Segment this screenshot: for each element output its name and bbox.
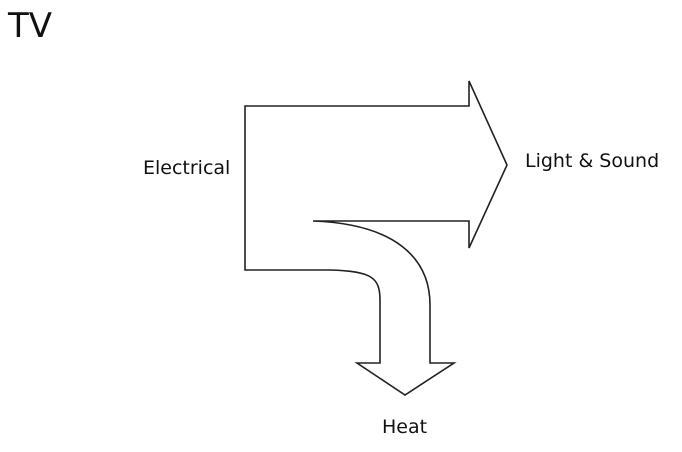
energy-flow-arrow [244, 80, 508, 396]
diagram-title: TV [8, 6, 53, 46]
useful-output-label: Light & Sound [525, 150, 660, 172]
input-energy-label: Electrical [143, 157, 231, 179]
waste-output-label: Heat [382, 416, 428, 438]
